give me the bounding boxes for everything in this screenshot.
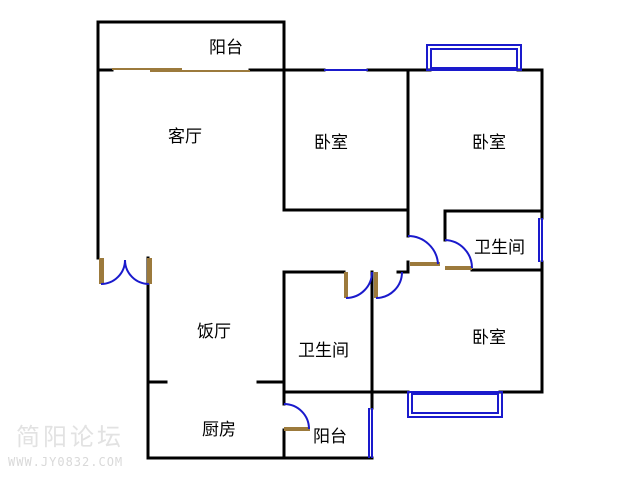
door-leaf (99, 258, 104, 284)
room-label-bathroom-center: 卫生间 (298, 341, 349, 361)
door-leaf (147, 258, 152, 284)
watermark-title: 简阳论坛 (16, 423, 124, 451)
door-leaf (410, 262, 440, 266)
door-leaf (445, 266, 472, 270)
walls (96, 20, 544, 460)
room-label-living-room: 客厅 (168, 127, 202, 147)
door-leaf (344, 272, 348, 298)
door-swing (444, 239, 473, 269)
door-swing (100, 259, 126, 285)
door-swing (407, 234, 439, 265)
window (430, 48, 518, 69)
sliding-door (112, 68, 250, 72)
door-swing (375, 271, 403, 299)
room-label-dining-room: 饭厅 (197, 322, 231, 342)
door-swing (124, 259, 150, 285)
door-swing (345, 271, 373, 299)
room-label-bedroom-middle: 卧室 (314, 133, 348, 153)
windows (324, 44, 543, 458)
room-label-balcony-bottom: 阳台 (313, 427, 347, 447)
room-label-kitchen: 厨房 (202, 420, 236, 440)
room-label-balcony-top: 阳台 (209, 38, 243, 58)
doors (99, 234, 473, 431)
room-label-bathroom-right: 卫生间 (474, 238, 525, 258)
window (426, 44, 522, 71)
window (411, 393, 499, 414)
room-label-bedroom-right: 卧室 (472, 133, 506, 153)
door-leaf (284, 427, 310, 431)
room-label-bedroom-lower: 卧室 (472, 328, 506, 348)
door-swing (283, 403, 310, 430)
window (407, 391, 503, 418)
watermark: 简阳论坛 WWW.JY0832.COM (8, 423, 124, 469)
door-leaf (374, 272, 378, 298)
room-labels: 阳台 客厅 卧室 卧室 卫生间 饭厅 卫生间 卧室 厨房 阳台 (168, 38, 525, 447)
watermark-url: WWW.JY0832.COM (8, 455, 123, 469)
